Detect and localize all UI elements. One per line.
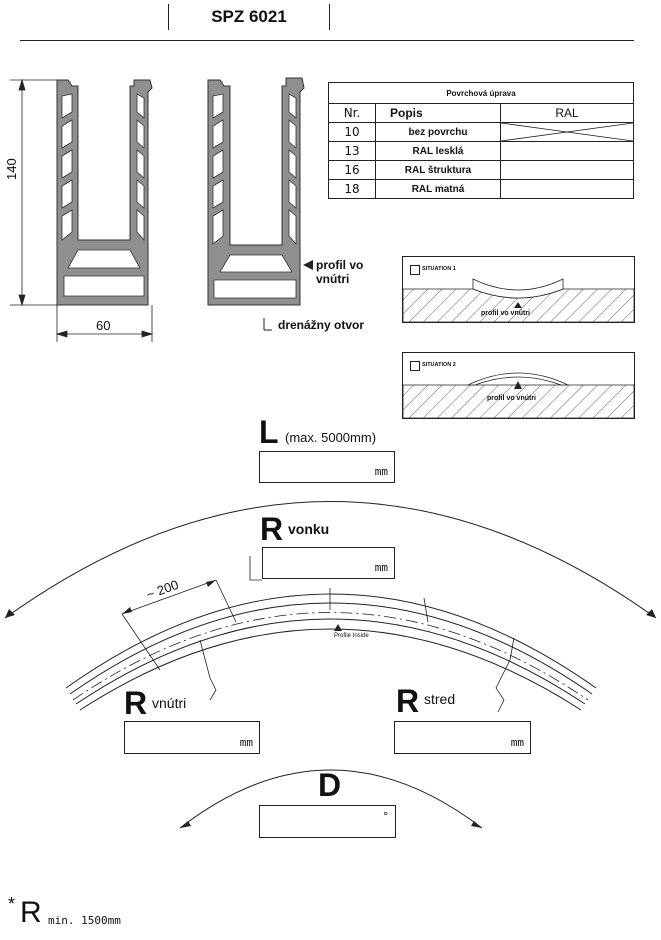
situation-1-checkbox[interactable] — [410, 265, 420, 275]
footnote-text: min. 1500mm — [48, 914, 121, 927]
finish-row[interactable]: 18 RAL matná — [328, 179, 634, 199]
r-center-sub: stred — [424, 691, 456, 707]
r-inner-input[interactable]: mm — [124, 721, 260, 754]
r-center-unit: mm — [510, 736, 524, 749]
situation-1-drawing — [403, 278, 634, 322]
drain-label: drenážny otvor — [278, 318, 365, 332]
pointer-icon — [514, 302, 522, 308]
situation-2-label: SITUATION 2 — [422, 362, 456, 368]
profile-section-right — [207, 77, 305, 306]
ral-input-cell[interactable] — [500, 160, 634, 180]
situation-2-checkbox[interactable] — [410, 361, 420, 371]
r-inner-sub: vnútri — [152, 695, 187, 711]
situation-1-note: profil vo vnútri — [481, 310, 530, 317]
footnote-star: * — [8, 894, 16, 914]
page-title: SPZ 6021 — [168, 4, 330, 30]
pointer-icon — [514, 381, 522, 389]
finish-row[interactable]: 13 RAL lesklá — [328, 141, 634, 161]
profile-inside-pointer-icon — [334, 624, 342, 631]
length-unit: mm — [374, 465, 388, 478]
width-label: 60 — [96, 318, 111, 333]
r-outer-unit: mm — [374, 561, 388, 574]
finish-table-caption: Povrchová úprava — [328, 82, 634, 104]
finish-header-nr: Nr. — [328, 103, 376, 123]
header-rule — [20, 40, 634, 41]
inside-pointer-icon — [303, 260, 313, 270]
angle-unit: ° — [382, 810, 389, 823]
finish-header-ral: RAL — [500, 103, 634, 123]
profile-cavities — [61, 93, 297, 299]
situation-2-drawing — [403, 372, 634, 418]
situation-1-box: SITUATION 1 profil vo vnútri — [402, 256, 635, 323]
r-center-input[interactable]: mm — [394, 721, 531, 754]
inside-label: profil vo vnútri — [316, 258, 364, 286]
length-input[interactable]: mm — [259, 451, 395, 483]
angle-letter: D — [318, 767, 342, 803]
outer-angle-arc — [4, 501, 657, 619]
ral-input-cell[interactable] — [500, 141, 634, 161]
finish-header-desc: Popis — [375, 103, 501, 123]
r-inner-unit: mm — [239, 736, 253, 749]
angle-input[interactable]: ° — [259, 805, 396, 838]
profile-inside-note: Profile Inside — [334, 633, 369, 639]
situation-2-note: profil vo vnútri — [487, 395, 536, 402]
height-label: 140 — [4, 158, 19, 180]
r-outer-sub: vonku — [288, 521, 330, 537]
r-center-letter: R — [396, 683, 420, 719]
profile-drawing — [10, 77, 313, 342]
r-outer-letter: R — [260, 511, 284, 547]
length-letter: L — [259, 414, 279, 450]
profile-section-left — [56, 79, 153, 306]
inner-angle-arc — [179, 769, 483, 829]
situation-1-label: SITUATION 1 — [422, 266, 456, 272]
ral-na-cell — [500, 122, 634, 142]
drain-pointer-icon — [263, 318, 272, 331]
r-inner-letter: R — [124, 685, 148, 721]
footnote-letter: R — [20, 896, 42, 929]
length-note: (max. 5000mm) — [285, 430, 377, 445]
height-dimension — [10, 78, 57, 307]
r-outer-input[interactable]: mm — [262, 547, 395, 579]
finish-table: Povrchová úprava Nr. Popis RAL 10 bez po… — [328, 82, 634, 199]
arc-drawing — [4, 501, 657, 829]
finish-row[interactable]: 16 RAL štruktura — [328, 160, 634, 180]
ral-input-cell[interactable] — [500, 179, 634, 199]
situation-2-box: SITUATION 2 profil vo vnútri — [402, 352, 635, 419]
width-dimension — [55, 305, 154, 342]
cross-icon — [501, 123, 633, 141]
finish-row[interactable]: 10 bez povrchu — [328, 122, 634, 142]
